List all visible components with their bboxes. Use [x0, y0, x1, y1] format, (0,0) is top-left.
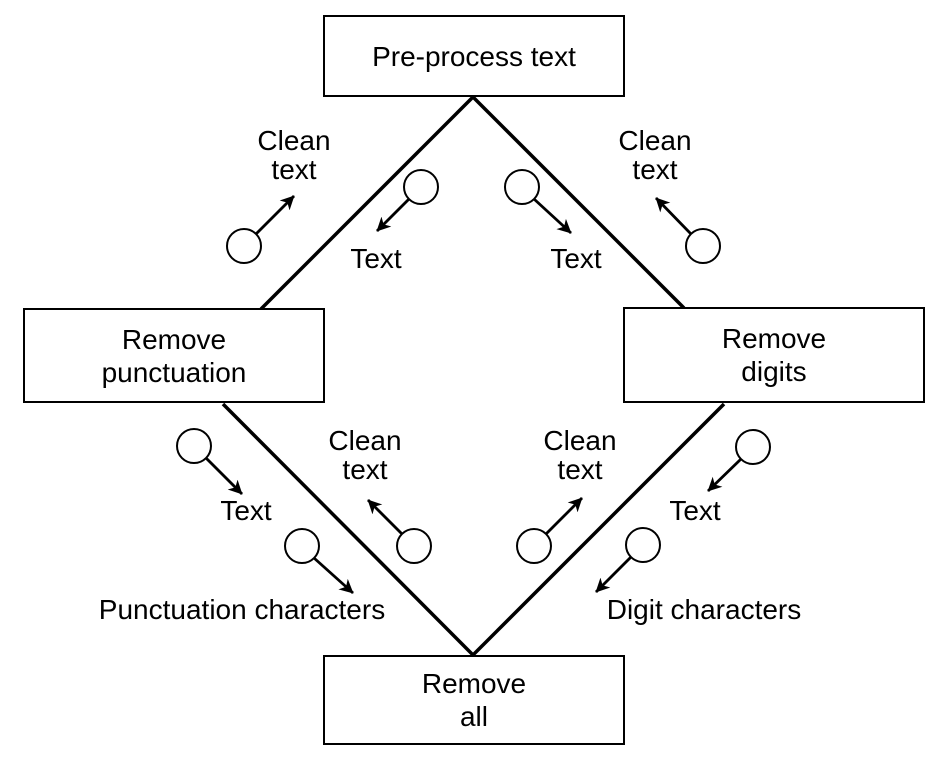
- flow-circle-upper-right-inner: [504, 169, 540, 205]
- edge-label-clean-text-lower-right: Clean text: [543, 425, 617, 485]
- node-pre-process-text-label: Pre-process text: [372, 40, 576, 72]
- edge-label-text-lower-left: Text: [220, 495, 272, 526]
- node-remove-digits: Remove digits: [623, 307, 925, 403]
- arrow-upper-right-clean-text: [654, 197, 693, 235]
- node-remove-punctuation-label: Remove punctuation: [101, 323, 247, 388]
- flow-circle-lower-right-upper: [735, 429, 771, 465]
- flow-circle-lower-right-lower: [625, 527, 661, 563]
- edge-top-to-right: [471, 95, 686, 310]
- arrow-lower-right-clean-text: [545, 497, 583, 535]
- edge-top-to-left: [259, 95, 475, 311]
- arrow-upper-right-text: [533, 197, 572, 235]
- flow-circle-lower-left-inner: [396, 528, 432, 564]
- arrow-upper-left-clean-text: [255, 195, 295, 235]
- flow-circle-upper-right-outer: [685, 228, 721, 264]
- edge-label-text-upper-right: Text: [550, 243, 602, 274]
- edge-left-to-bottom: [221, 402, 475, 657]
- edge-label-text-upper-left: Text: [350, 243, 402, 274]
- arrow-upper-left-text: [376, 198, 410, 232]
- flow-circle-lower-left-lower: [284, 528, 320, 564]
- flow-circle-upper-left-outer: [226, 228, 262, 264]
- arrow-digit-characters: [595, 556, 632, 593]
- edge-label-punctuation-characters: Punctuation characters: [98, 594, 386, 625]
- node-remove-punctuation: Remove punctuation: [23, 308, 325, 403]
- flow-circle-lower-right-inner: [516, 528, 552, 564]
- edge-label-text-lower-right: Text: [669, 495, 721, 526]
- node-remove-all-label: Remove all: [421, 668, 527, 732]
- node-remove-digits-label: Remove digits: [721, 323, 827, 387]
- node-remove-all: Remove all: [323, 655, 625, 745]
- node-pre-process-text: Pre-process text: [323, 15, 625, 97]
- flow-circle-lower-left-upper: [176, 428, 212, 464]
- flow-circle-upper-left-inner: [403, 169, 439, 205]
- arrow-punctuation-characters: [313, 556, 354, 595]
- edge-label-clean-text-upper-right: Clean text: [618, 125, 692, 185]
- arrow-lower-right-text: [707, 457, 742, 493]
- arrow-lower-left-text: [205, 457, 243, 495]
- edge-label-digit-characters: Digit characters: [606, 594, 802, 625]
- arrow-lower-left-clean-text: [367, 499, 403, 535]
- edge-label-clean-text-upper-left: Clean text: [257, 125, 331, 185]
- edge-label-clean-text-lower-left: Clean text: [328, 425, 402, 485]
- edge-right-to-bottom: [471, 402, 726, 657]
